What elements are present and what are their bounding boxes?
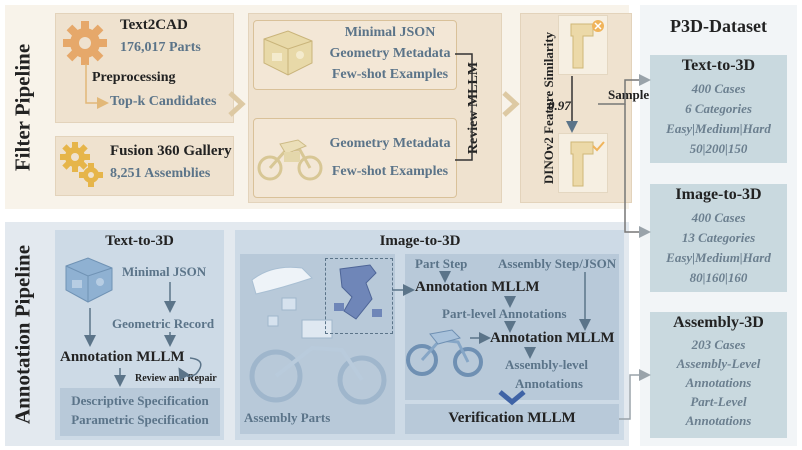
gear-icon [60, 18, 110, 68]
dataset-image-to-3d-line-1: 400 Cases [691, 210, 746, 225]
part-box-line-2: Geometry Metadata [329, 46, 451, 61]
dataset-assembly-3d-line-5: Annotations [685, 413, 752, 428]
specification-box [60, 388, 220, 436]
sample-label: Sample [608, 87, 650, 102]
dataset-assembly-3d-line-3: Annotations [685, 375, 752, 390]
dataset-assembly-3d-line-1: 203 Cases [691, 337, 746, 352]
dataset-image-to-3d-line-3: Easy|Medium|Hard [666, 250, 771, 265]
assembly-level-label-1: Assembly-level [505, 357, 589, 372]
part-step-label: Part Step [415, 256, 468, 271]
annotation-pipeline-label: Annotation Pipeline [10, 244, 35, 425]
selected-part-frame [325, 258, 393, 334]
parametric-spec-label: Parametric Specification [71, 412, 209, 427]
dataset-assembly-3d-card [650, 312, 787, 438]
dataset-assembly-3d-line-4: Part-Level [690, 394, 747, 409]
dataset-text-to-3d-title: Text-to-3D [681, 57, 756, 74]
descriptive-spec-label: Descriptive Specification [71, 393, 209, 408]
text2cad-count: 176,017 Parts [120, 40, 201, 55]
geometric-record-label: Geometric Record [112, 316, 215, 331]
dataset-image-to-3d-line-2: 13 Categories [681, 230, 756, 245]
dataset-text-to-3d-line-1: 400 Cases [691, 81, 746, 96]
dataset-assembly-3d-line-2: Assembly-Level [676, 356, 761, 371]
preprocessing-label: Preprocessing [92, 70, 176, 85]
dataset-text-to-3d-line-2: 6 Categories [685, 101, 752, 116]
assembly-level-label-2: Annotations [515, 376, 583, 391]
assembly-box-line-1: Geometry Metadata [329, 136, 451, 151]
dataset-image-to-3d-line-4: 80|160|160 [689, 270, 748, 285]
dataset-image-to-3d-card [650, 184, 787, 292]
dataset-text-to-3d-line-3: Easy|Medium|Hard [666, 121, 771, 136]
verification-box [405, 404, 619, 434]
exploded-motorcycle-illustration [242, 258, 392, 408]
render-thumbnail-bottom [558, 133, 608, 193]
dataset-text-to-3d-card [650, 55, 787, 163]
gears-icon [58, 140, 106, 190]
cad-part-blue-thumbnail [60, 252, 118, 308]
motorcycle-thumbnail [256, 122, 324, 192]
fusion360-title: Fusion 360 Gallery [110, 143, 232, 159]
part-level-annotations-label: Part-level Annotations [442, 306, 567, 321]
review-repair-label: Review and Repair [135, 373, 217, 384]
assembly-step-label: Assembly Step/JSON [498, 256, 617, 271]
text2cad-title: Text2CAD [120, 17, 188, 33]
dataset-title: P3D-Dataset [670, 16, 767, 36]
part-box-line-3: Few-shot Examples [331, 67, 449, 82]
dataset-image-to-3d-title: Image-to-3D [675, 186, 762, 203]
annotation-mllm-1: Annotation MLLM [415, 279, 540, 295]
image-to-3d-annotation-title: Image-to-3D [379, 233, 461, 249]
minimal-json-label: Minimal JSON [122, 264, 207, 279]
cad-part-thumbnail [258, 25, 318, 83]
annotation-mllm-2: Annotation MLLM [490, 330, 615, 346]
text-to-3d-annotation-title: Text-to-3D [105, 233, 174, 249]
review-mllm-label: Review MLLM [466, 61, 481, 155]
similarity-score: 0.97 [548, 98, 571, 113]
part-box-line-1: Minimal JSON [344, 25, 436, 40]
annotation-mllm-text: Annotation MLLM [60, 349, 185, 365]
assembly-box-line-2: Few-shot Examples [331, 164, 449, 179]
verification-mllm-label: Verification MLLM [448, 410, 576, 426]
render-thumbnail-top [558, 15, 608, 75]
topk-candidates-label: Top-k Candidates [110, 94, 217, 109]
dataset-assembly-3d-title: Assembly-3D [673, 314, 764, 331]
motorcycle-render-thumbnail [404, 318, 484, 380]
fusion360-count: 8,251 Assemblies [110, 166, 211, 181]
assembly-parts-label: Assembly Parts [244, 410, 331, 425]
filter-pipeline-label: Filter Pipeline [10, 43, 35, 172]
dataset-text-to-3d-line-4: 50|200|150 [689, 141, 748, 156]
